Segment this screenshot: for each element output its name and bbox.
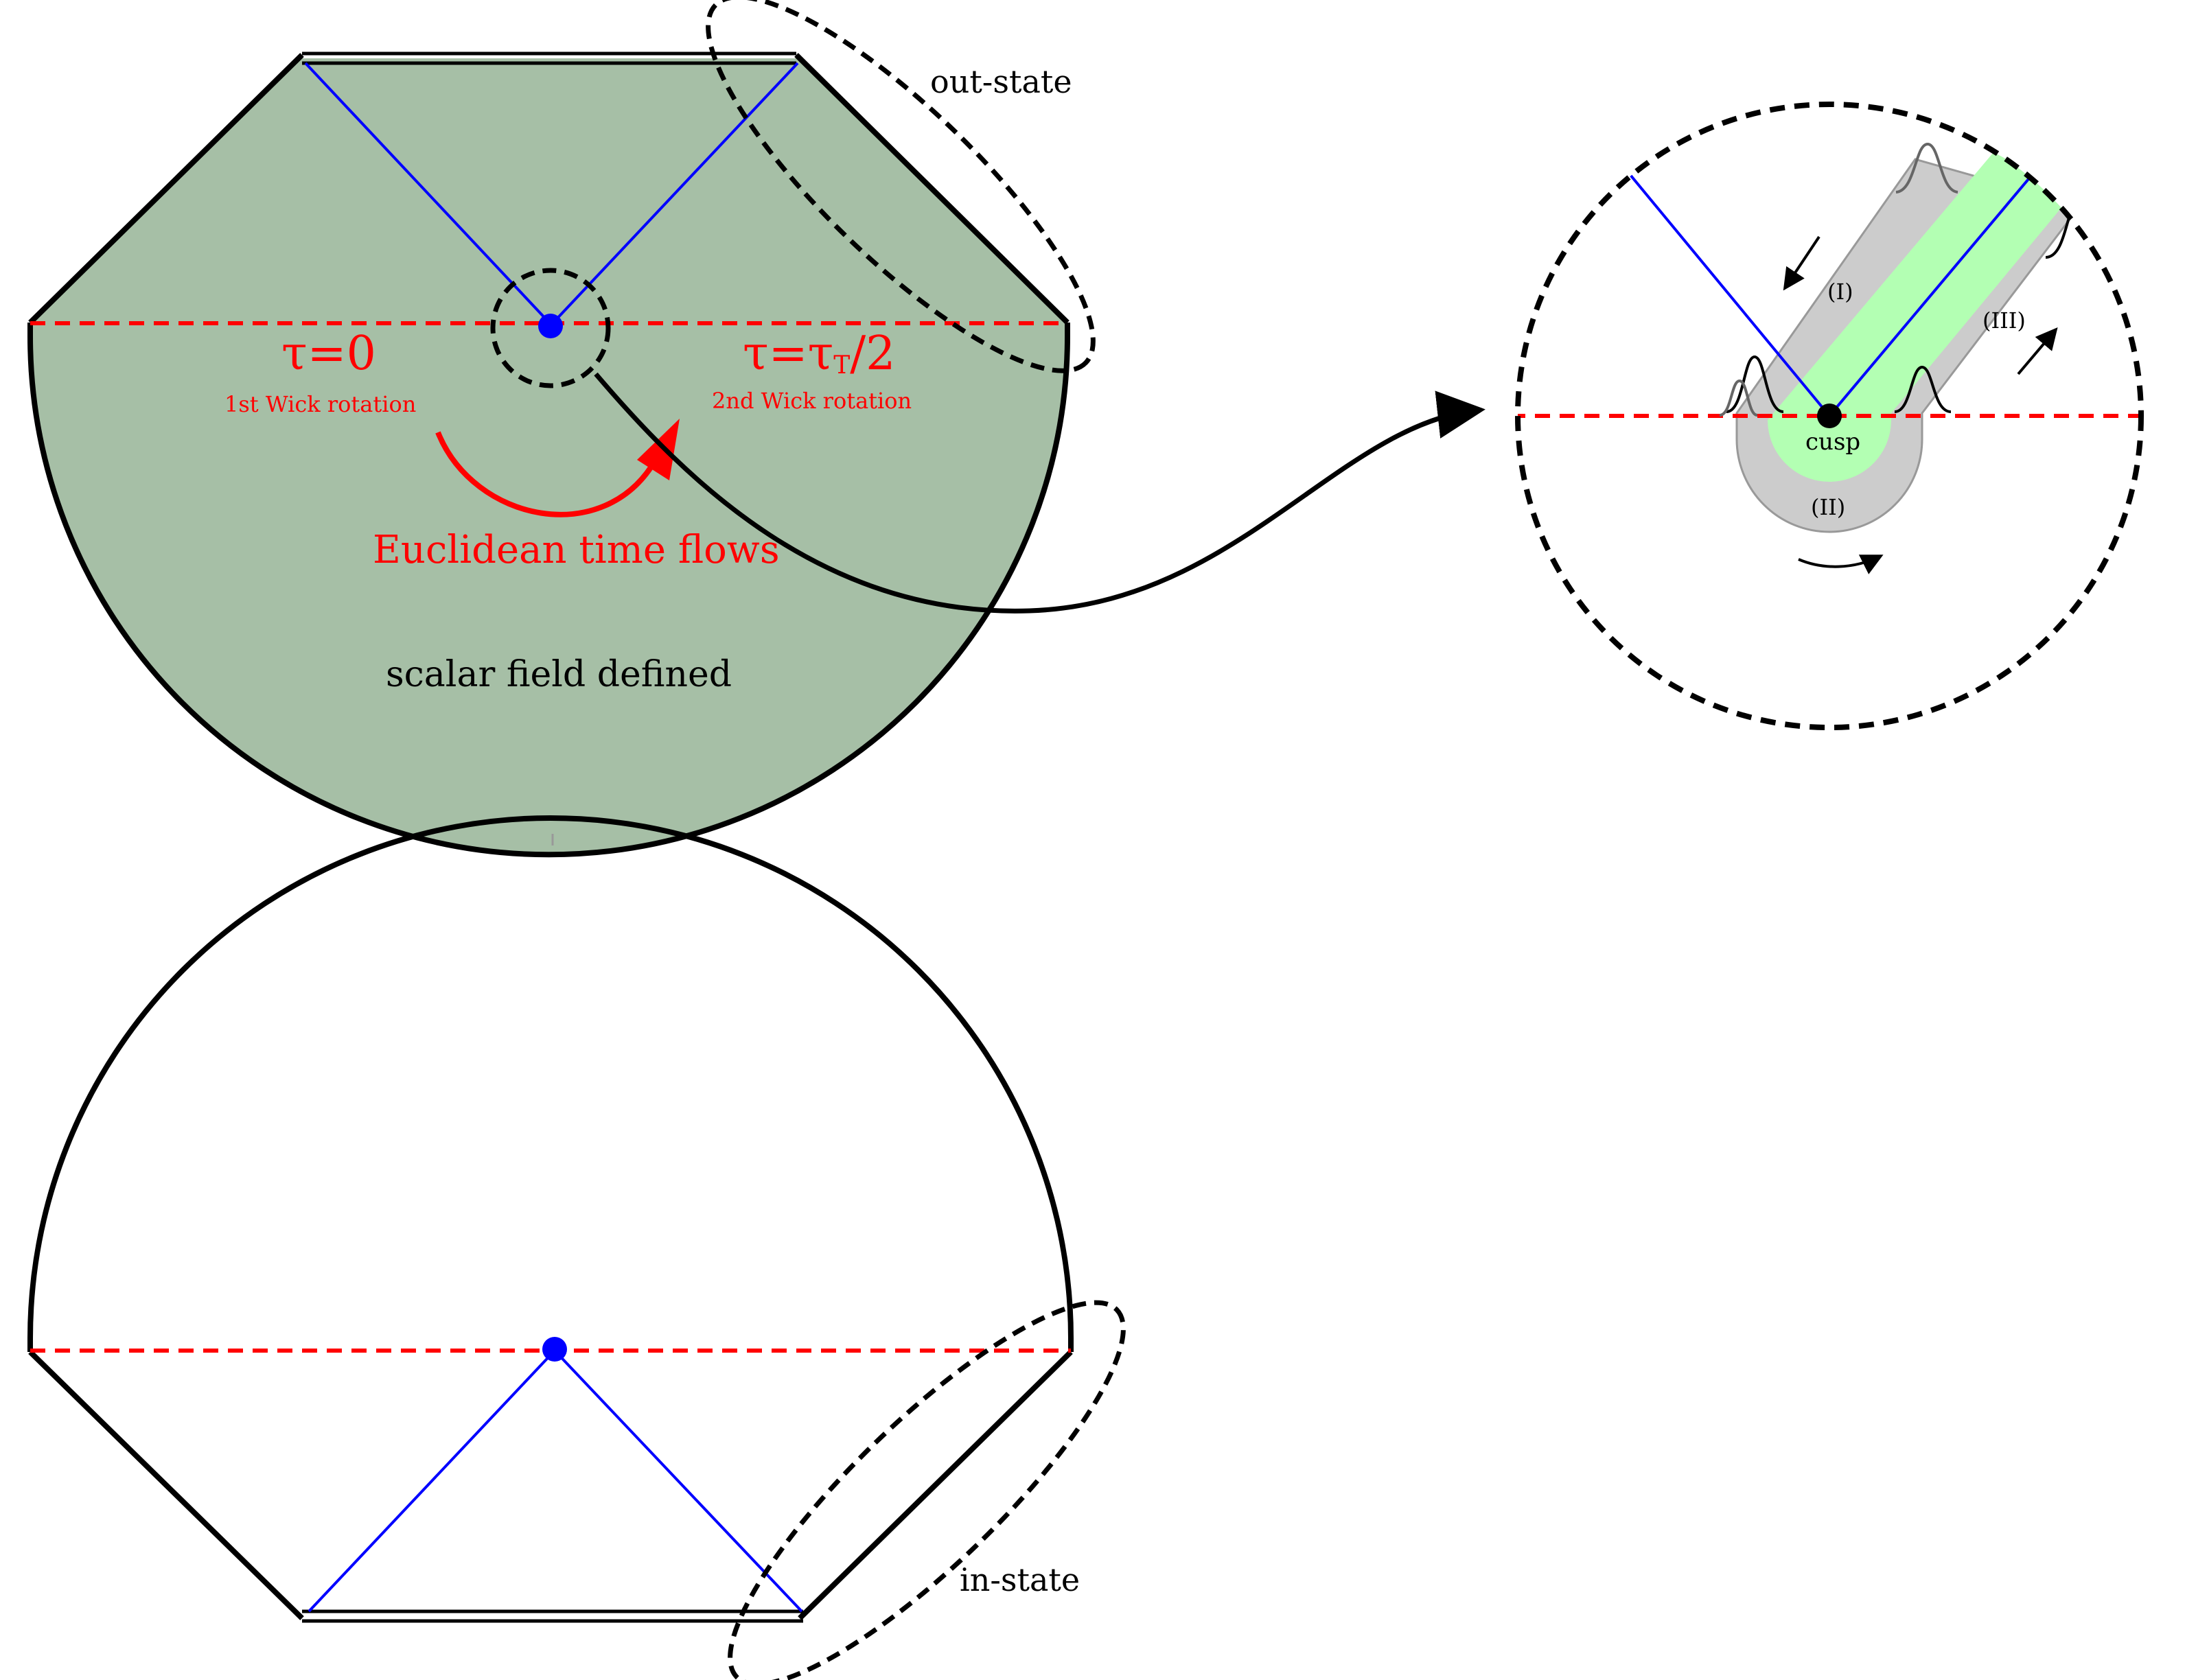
out-state-diagram [27, 0, 1096, 858]
first-wick-label: 1st Wick rotation [224, 391, 416, 417]
lorentzian-upper-boundary [27, 815, 1074, 1352]
euclidean-lower-boundary [27, 323, 1070, 858]
null-line-right-past [553, 1349, 803, 1613]
tau-half-subscript: T [833, 351, 850, 380]
wave-packet-middle [1894, 365, 1952, 413]
wave-packet-top [1895, 142, 1958, 194]
cusp-point [1817, 404, 1842, 428]
euclidean-flow-label: Euclidean time flows [373, 528, 780, 572]
wave-packet-bottom-left [1719, 379, 1758, 417]
zoom-view [1515, 102, 2144, 730]
tau-half-label: τ=τT/2 [743, 327, 895, 381]
cusp-label: cusp [1805, 428, 1860, 456]
future-left-edge [28, 53, 304, 325]
second-wick-label: 2nd Wick rotation [712, 388, 912, 414]
null-line-right [552, 62, 799, 324]
zoom-null-left [1629, 174, 1831, 417]
euclidean-region-fill [30, 58, 1067, 855]
zoom-circle-boundary [1515, 102, 2144, 730]
in-state-diagram [27, 815, 1126, 1680]
future-right-edge [794, 53, 1070, 325]
flow-arrow-region-2 [1798, 555, 1884, 574]
tau-half-prefix: τ=τ [743, 327, 833, 381]
past-right-edge [798, 1350, 1073, 1620]
past-left-edge [28, 1350, 304, 1620]
in-state-ellipse [728, 1300, 1126, 1680]
bifurcation-point [538, 314, 563, 338]
zoom-connector-arrow [594, 372, 1485, 614]
wave-packet-left [1726, 355, 1784, 413]
region-2-label: (II) [1811, 494, 1845, 520]
flow-arrow-region-3 [2017, 327, 2058, 375]
euclidean-flow-arrow [435, 431, 658, 517]
region-3-label: (III) [1982, 307, 2026, 334]
out-state-ellipse [706, 0, 1096, 373]
tau-zero-label: τ=0 [281, 327, 376, 381]
scalar-field-label: scalar field defined [386, 654, 732, 695]
zoom-null-right [1828, 174, 2033, 417]
zoom-source-circle [490, 268, 611, 388]
past-bifurcation-point [542, 1337, 567, 1362]
null-line-left [304, 62, 551, 324]
out-state-label: out-state [930, 63, 1072, 100]
region-1-label: (I) [1827, 279, 1853, 305]
tau-half-suffix: /2 [850, 327, 895, 381]
in-state-label: in-state [960, 1561, 1080, 1598]
euclidean-flow-arrowhead [637, 419, 680, 480]
flow-arrow-region-1 [1783, 235, 1820, 291]
null-line-left-past [308, 1349, 556, 1613]
